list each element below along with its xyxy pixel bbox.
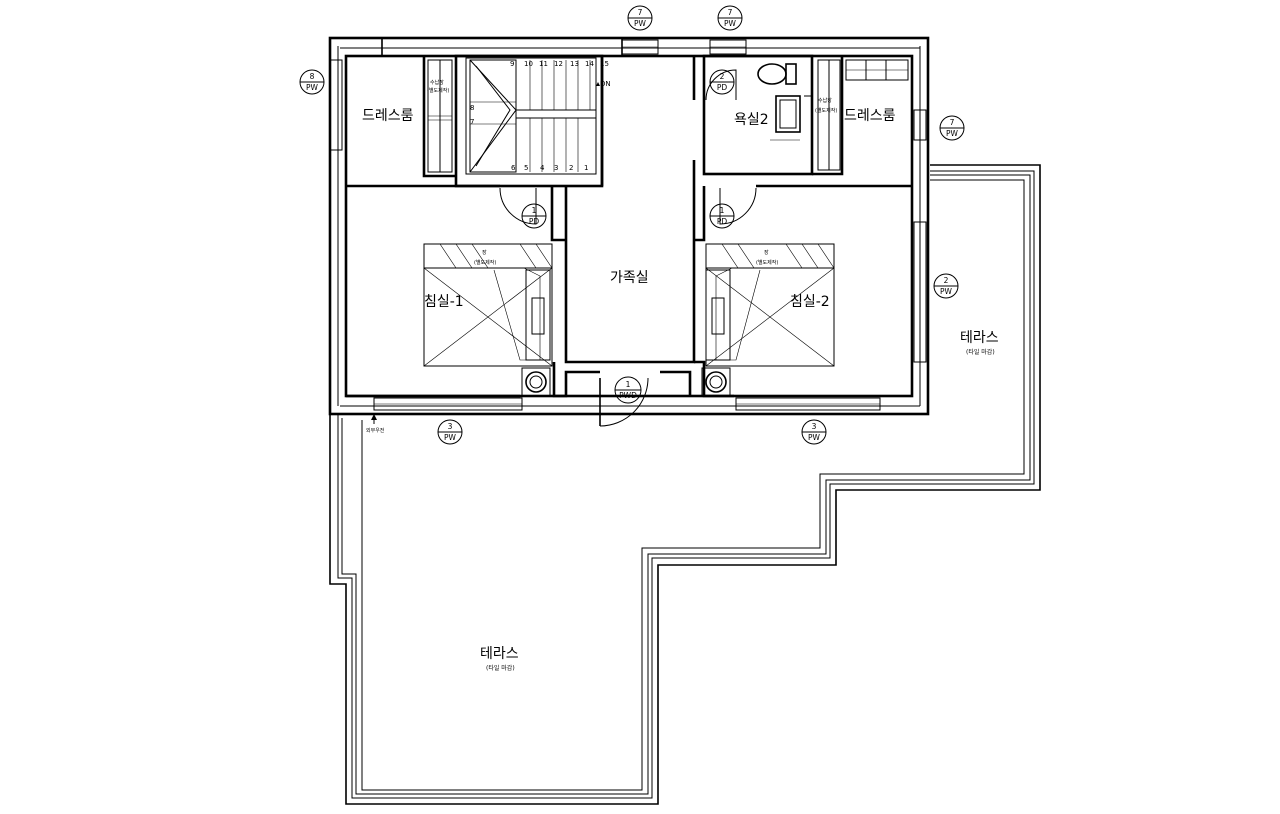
bed1-closet-note: (별도제작) (474, 259, 496, 266)
svg-text:8: 8 (310, 72, 315, 81)
windows (329, 39, 927, 411)
stair-top-numbers: 9 10 11 12 13 14 15 (510, 60, 609, 68)
interior-walls (346, 54, 912, 398)
svg-text:PW: PW (634, 19, 647, 28)
sink-icon (775, 95, 801, 133)
svg-text:3: 3 (448, 422, 453, 431)
bath-cabinet-note: (별도제작) (815, 107, 837, 114)
terrace-right-note: (타일 마감) (966, 348, 995, 356)
window-left (329, 59, 343, 151)
svg-text:PD: PD (529, 217, 540, 226)
svg-text:PW: PW (808, 433, 821, 442)
svg-text:7: 7 (728, 8, 733, 17)
stair-number: 12 (554, 60, 563, 68)
window-right-1 (913, 109, 927, 141)
stair-number: 11 (539, 60, 548, 68)
terrace-bottom-parapet (329, 164, 1041, 805)
tag-pw7-top-left: 7 PW (627, 5, 653, 31)
tag-pw2: 2 PW (933, 273, 959, 299)
stair-treads-upper (529, 60, 591, 110)
tag-pd1-left: 1 PD (521, 203, 547, 229)
stair-number: 7 (470, 118, 474, 126)
room-label-family: 가족실 (610, 270, 649, 286)
stair-bottom-numbers: 6 5 4 3 2 1 (511, 164, 588, 172)
tag-pw3-left: 3 PW (437, 419, 463, 445)
room-label-dress-left: 드레스룸 (362, 108, 414, 124)
tag-pd1-right: 1 PD (709, 203, 735, 229)
room-label-bed1: 침실-1 (424, 294, 464, 310)
stair-number: 15 (600, 60, 609, 68)
dress-right-closet (817, 59, 909, 171)
exterior-walls (328, 36, 930, 416)
svg-text:1: 1 (720, 206, 725, 215)
tag-pwd1: 1 PWD (614, 376, 642, 404)
stair-number: 5 (524, 164, 528, 172)
tag-pw3-right: 3 PW (801, 419, 827, 445)
room-label-terrace-right: 테라스 (960, 330, 999, 346)
room-labels: 드레스룸 드레스룸 욕실2 가족실 침실-1 침실-2 테라스 (타일 마감) … (362, 108, 999, 672)
svg-text:2: 2 (720, 72, 725, 81)
closet-note: 수납장 (430, 79, 444, 86)
stair-number: 4 (540, 164, 545, 172)
downspout-label: 외부우전 (366, 427, 385, 434)
tags: 7 PW 7 PW 8 PW 7 PW 2 PD 1 PD (299, 5, 965, 445)
toilet-icon (757, 63, 787, 85)
dress-left-closet: 수납장 (별도제작) (427, 59, 453, 173)
svg-text:PWD: PWD (619, 391, 637, 400)
svg-text:PD: PD (717, 217, 728, 226)
bath-cabinet-note: 수납장 (818, 97, 832, 104)
svg-text:PD: PD (717, 83, 728, 92)
stair-number: 8 (470, 104, 474, 112)
door-swing-bath2 (705, 69, 737, 101)
closet-note: (별도제작) (427, 87, 449, 94)
bed2-closet-note: (별도제작) (756, 259, 778, 266)
tag-pd2: 2 PD (709, 69, 735, 95)
staircase: DN 9 10 11 12 13 14 15 6 5 4 3 2 1 8 7 (469, 59, 611, 173)
tag-pw7-right: 7 PW (939, 115, 965, 141)
room-label-bed2: 침실-2 (790, 294, 830, 310)
stair-number: 6 (511, 164, 516, 172)
bed1-closet-note: 장 (482, 249, 487, 256)
svg-text:PW: PW (724, 19, 737, 28)
bed2-closet-note: 장 (764, 249, 769, 256)
tag-pw8: 8 PW (299, 69, 325, 95)
stair-dn-label: DN (600, 80, 611, 88)
room-label-dress-right: 드레스룸 (844, 108, 896, 124)
stair-number: 10 (524, 60, 533, 68)
downspout: 외부우전 (366, 414, 385, 434)
stair-number: 2 (569, 164, 573, 172)
stair-number: 3 (554, 164, 558, 172)
bed2-furniture: 장 (별도제작) (701, 243, 835, 397)
svg-text:PW: PW (940, 287, 953, 296)
stair-number: 13 (570, 60, 579, 68)
stair-number: 14 (585, 60, 594, 68)
svg-text:PW: PW (444, 433, 457, 442)
svg-text:PW: PW (306, 83, 319, 92)
svg-text:7: 7 (950, 118, 955, 127)
tag-pw7-top-right: 7 PW (717, 5, 743, 31)
svg-text:PW: PW (946, 129, 959, 138)
terrace-bottom-note: (타일 마감) (486, 664, 515, 672)
door-swing-bed1 (499, 187, 537, 225)
bath2-fixtures: 수납장 (별도제작) (757, 63, 837, 141)
stair-treads-lower (529, 118, 579, 172)
svg-text:2: 2 (944, 276, 949, 285)
svg-text:1: 1 (626, 380, 631, 389)
doors (499, 69, 757, 427)
svg-text:3: 3 (812, 422, 817, 431)
svg-text:1: 1 (532, 206, 537, 215)
room-label-terrace-bottom: 테라스 (480, 646, 519, 662)
door-swing-terrace (599, 377, 649, 427)
room-label-bath2: 욕실2 (734, 112, 769, 128)
bed1-furniture: 장 (별도제작) (423, 243, 553, 397)
door-swing-bed2 (719, 187, 757, 225)
stair-number: 1 (584, 164, 588, 172)
svg-text:7: 7 (638, 8, 643, 17)
stair-number: 9 (510, 60, 514, 68)
